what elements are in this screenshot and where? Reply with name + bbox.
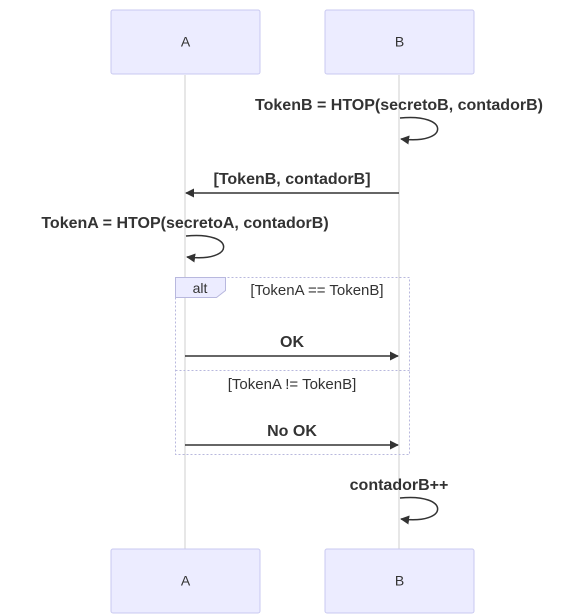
message-ok: OK xyxy=(280,334,304,351)
actor-b-top-label: B xyxy=(395,34,404,50)
message-increment: contadorB++ xyxy=(350,477,449,494)
actor-a-bottom-label: A xyxy=(181,573,191,589)
actor-a-bottom: A xyxy=(110,548,261,614)
self-arrow-a xyxy=(185,234,225,263)
message-no-ok: No OK xyxy=(267,423,317,440)
actor-b-bottom: B xyxy=(324,548,475,614)
alt-condition-2: [TokenA != TokenB] xyxy=(228,376,357,393)
alt-frame: alt [TokenA == TokenB] [TokenA != TokenB… xyxy=(175,277,410,455)
message-send-token: [TokenB, contadorB] xyxy=(213,171,370,188)
self-arrow-b-1 xyxy=(399,116,439,145)
actor-a-top-label: A xyxy=(181,34,191,50)
actor-b-bottom-label: B xyxy=(395,573,404,589)
alt-keyword: alt xyxy=(193,280,208,296)
message-tokena-compute: TokenA = HTOP(secretoA, contadorB) xyxy=(41,215,328,232)
actor-a-top: A xyxy=(110,9,261,75)
alt-condition-1: [TokenA == TokenB] xyxy=(250,282,383,299)
message-tokenb-compute: TokenB = HTOP(secretoB, contadorB) xyxy=(255,97,543,114)
self-arrow-b-2 xyxy=(399,496,439,525)
actor-b-top: B xyxy=(324,9,475,75)
